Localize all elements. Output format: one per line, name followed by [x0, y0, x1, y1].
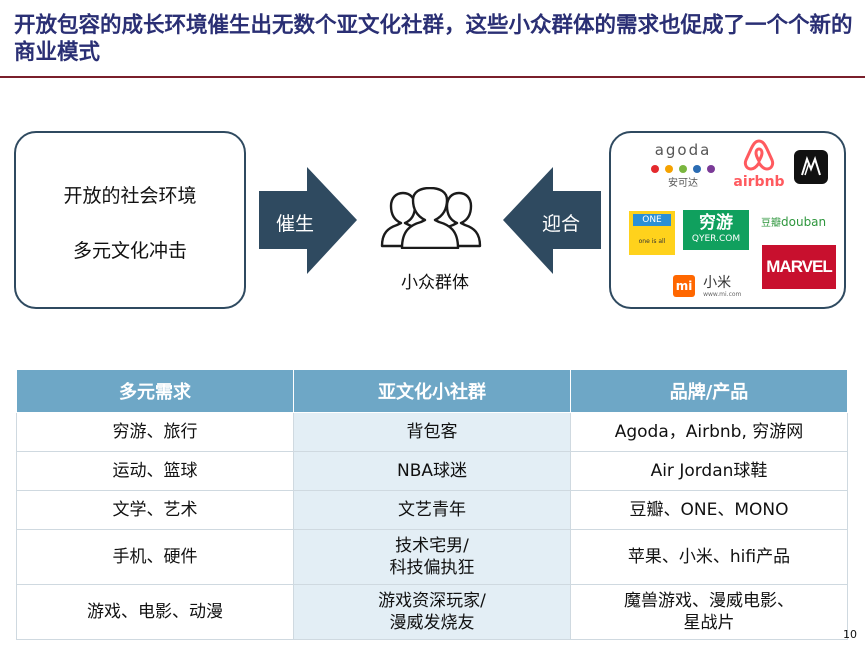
header-needs: 多元需求 [16, 369, 294, 413]
one-app-logo: ONE one is all [629, 211, 675, 255]
cell-group: 技术宅男/ 科技偏执狂 [293, 529, 571, 585]
one-app-title: ONE [633, 214, 671, 226]
left-arrow-icon [503, 167, 601, 274]
cell-need: 手机、硬件 [16, 529, 294, 585]
cause-line-1: 开放的社会环境 [63, 185, 197, 207]
page-title: 开放包容的成长环境催生出无数个亚文化社群，这些小众群体的需求也促成了一个个新的商… [14, 13, 853, 65]
cell-need: 文学、艺术 [16, 490, 294, 530]
marvel-wordmark: MARVEL [766, 257, 832, 276]
cell-brand: 苹果、小米、hifi产品 [570, 529, 848, 585]
cell-brand: Agoda，Airbnb, 穷游网 [570, 412, 848, 452]
table-row: 穷游、旅行 背包客 Agoda，Airbnb, 穷游网 [16, 412, 848, 452]
page-number: 10 [843, 628, 857, 641]
agoda-dots-icon [651, 165, 715, 173]
cell-group: 文艺青年 [293, 490, 571, 530]
header-subculture: 亚文化小社群 [293, 369, 571, 413]
agoda-cn-name: 安可达 [668, 178, 698, 189]
airbnb-wordmark: airbnb [733, 174, 785, 190]
xiaomi-logo: mi 小米 www.mi.com [673, 275, 753, 303]
niche-group-label: 小众群体 [401, 273, 469, 293]
xiaomi-mark-icon: mi [673, 275, 695, 297]
airbnb-belo-icon [743, 139, 775, 171]
table-header-row: 多元需求 亚文化小社群 品牌/产品 [16, 369, 848, 413]
xiaomi-site: www.mi.com [703, 291, 742, 298]
mono-app-icon [794, 150, 828, 184]
table-row: 运动、篮球 NBA球迷 Air Jordan球鞋 [16, 451, 848, 491]
arrow-label-cause: 催生 [276, 213, 315, 235]
header-brands: 品牌/产品 [570, 369, 848, 413]
marvel-logo: MARVEL [762, 245, 836, 289]
cell-need: 穷游、旅行 [16, 412, 294, 452]
cell-brand: 魔兽游戏、漫威电影、 星战片 [570, 584, 848, 640]
douban-logo: 豆瓣douban [761, 211, 839, 231]
table-row: 游戏、电影、动漫 游戏资深玩家/ 漫威发烧友 魔兽游戏、漫威电影、 星战片 [16, 584, 848, 640]
cause-box: 开放的社会环境 多元文化冲击 [14, 131, 246, 309]
cell-brand: 豆瓣、ONE、MONO [570, 490, 848, 530]
table-row: 手机、硬件 技术宅男/ 科技偏执狂 苹果、小米、hifi产品 [16, 529, 848, 585]
cell-group: 背包客 [293, 412, 571, 452]
qyer-domain: QYER.COM [691, 234, 741, 244]
needs-brands-table: 多元需求 亚文化小社群 品牌/产品 穷游、旅行 背包客 Agoda，Airbnb… [16, 369, 848, 640]
cell-group: NBA球迷 [293, 451, 571, 491]
cell-group: 游戏资深玩家/ 漫威发烧友 [293, 584, 571, 640]
douban-cn-name: 豆瓣 [761, 218, 781, 229]
cause-line-2: 多元文化冲击 [72, 240, 187, 262]
group-people-icon [380, 187, 482, 249]
cell-brand: Air Jordan球鞋 [570, 451, 848, 491]
table-row: 文学、艺术 文艺青年 豆瓣、ONE、MONO [16, 490, 848, 530]
airbnb-logo: airbnb [731, 137, 787, 191]
one-app-slogan: one is all [638, 238, 666, 245]
brand-logo-box: agoda 安可达 airbnb ONE one is all 穷游 QYER.… [609, 131, 846, 309]
arrow-label-cater: 迎合 [542, 213, 581, 235]
title-divider [0, 76, 865, 78]
qyer-logo: 穷游 QYER.COM [683, 210, 749, 250]
cell-need: 游戏、电影、动漫 [16, 584, 294, 640]
agoda-logo: agoda 安可达 [643, 141, 723, 189]
xiaomi-cn-name: 小米 [703, 275, 732, 291]
right-arrow-icon [259, 167, 357, 274]
cell-need: 运动、篮球 [16, 451, 294, 491]
agoda-wordmark: agoda [654, 141, 712, 159]
qyer-cn-name: 穷游 [699, 213, 733, 233]
douban-wordmark: douban [781, 215, 827, 229]
